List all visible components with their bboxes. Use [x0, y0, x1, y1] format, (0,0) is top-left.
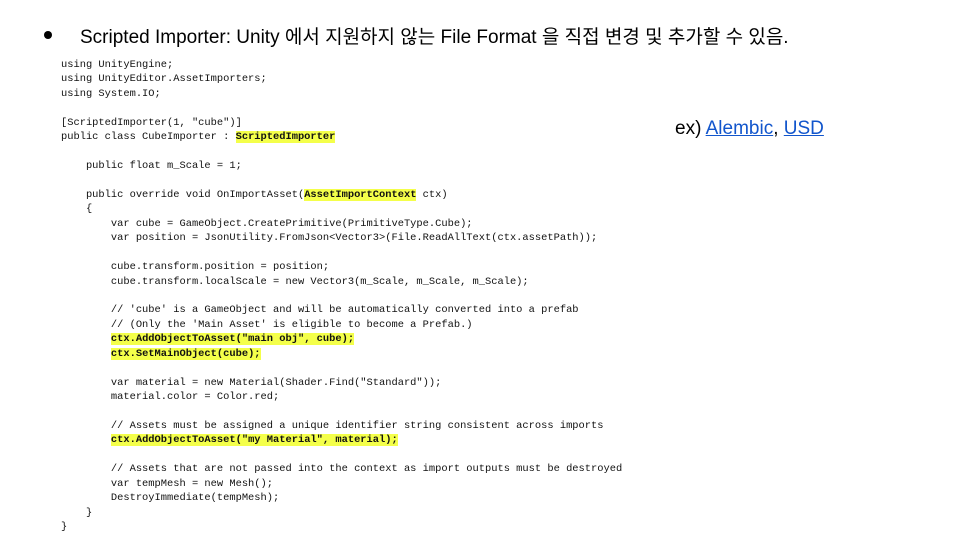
example-links: ex) Alembic, USD — [675, 118, 824, 140]
code-line: cube.transform.localScale = new Vector3(… — [61, 275, 622, 289]
code-line — [61, 448, 622, 462]
code-highlight: ctx.SetMainObject(cube); — [110, 347, 261, 360]
code-line: var tempMesh = new Mesh(); — [61, 477, 622, 491]
heading-text: Scripted Importer: Unity 에서 지원하지 않는 File… — [80, 26, 789, 48]
code-line: material.color = Color.red; — [61, 390, 622, 404]
code-text: { — [61, 203, 93, 216]
code-line — [61, 145, 622, 159]
code-text: // (Only the 'Main Asset' is eligible to… — [61, 318, 473, 331]
code-line: using UnityEditor.AssetImporters; — [61, 72, 622, 86]
code-line: DestroyImmediate(tempMesh); — [61, 491, 622, 505]
link-alembic[interactable]: Alembic — [705, 118, 774, 139]
code-line: [ScriptedImporter(1, "cube")] — [61, 116, 622, 130]
code-line: // Assets must be assigned a unique iden… — [61, 419, 622, 433]
code-line: } — [61, 506, 622, 520]
code-text: cube.transform.position = position; — [61, 261, 330, 274]
code-line: using System.IO; — [61, 87, 622, 101]
code-text: var material = new Material(Shader.Find(… — [61, 376, 442, 389]
code-line: var position = JsonUtility.FromJson<Vect… — [61, 231, 622, 245]
code-line — [61, 289, 622, 303]
code-line: // Assets that are not passed into the c… — [61, 462, 622, 476]
example-prefix: ex) — [675, 118, 706, 139]
code-text: DestroyImmediate(tempMesh); — [61, 492, 280, 505]
code-line: ctx.AddObjectToAsset("main obj", cube); — [61, 332, 622, 346]
code-highlight: ScriptedImporter — [235, 131, 336, 144]
code-line: var cube = GameObject.CreatePrimitive(Pr… — [61, 217, 622, 231]
code-text: // Assets that are not passed into the c… — [61, 463, 623, 476]
code-text: var position = JsonUtility.FromJson<Vect… — [61, 232, 598, 245]
code-text — [61, 348, 111, 360]
code-line: var material = new Material(Shader.Find(… — [61, 376, 622, 390]
link-usd[interactable]: USD — [783, 118, 824, 139]
bullet-dot-icon — [44, 31, 52, 39]
code-line: } — [61, 520, 622, 534]
code-highlight: AssetImportContext — [304, 188, 417, 201]
code-text: var cube = GameObject.CreatePrimitive(Pr… — [61, 217, 473, 230]
code-text: cube.transform.localScale = new Vector3(… — [61, 275, 529, 288]
code-text: ctx) — [416, 188, 448, 201]
code-line — [61, 174, 622, 188]
code-highlight: ctx.AddObjectToAsset("main obj", cube); — [110, 333, 355, 346]
code-line: public override void OnImportAsset(Asset… — [61, 188, 622, 202]
code-line: // (Only the 'Main Asset' is eligible to… — [61, 318, 622, 332]
code-text: material.color = Color.red; — [61, 391, 280, 404]
code-text: using UnityEditor.AssetImporters; — [61, 73, 267, 86]
code-line: ctx.SetMainObject(cube); — [61, 347, 622, 361]
code-text: } — [61, 506, 93, 519]
code-line — [61, 361, 622, 375]
code-line: ctx.AddObjectToAsset("my Material", mate… — [61, 433, 622, 447]
code-line: using UnityEngine; — [61, 58, 622, 72]
code-text: using UnityEngine; — [61, 59, 174, 71]
code-highlight: ctx.AddObjectToAsset("my Material", mate… — [110, 434, 398, 447]
code-text: } — [61, 521, 68, 533]
code-block: using UnityEngine; using UnityEditor.Asse… — [61, 58, 622, 534]
code-text: public float m_Scale = 1; — [61, 160, 242, 173]
code-line — [61, 405, 622, 419]
code-text: // Assets must be assigned a unique iden… — [61, 419, 604, 432]
code-text — [61, 434, 111, 446]
code-text: using System.IO; — [61, 87, 161, 100]
code-text: public class CubeImporter : — [61, 131, 236, 144]
code-line: // 'cube' is a GameObject and will be au… — [61, 303, 622, 317]
code-line — [61, 246, 622, 260]
code-text: public override void OnImportAsset( — [61, 188, 305, 201]
code-text: [ScriptedImporter(1, "cube")] — [61, 116, 242, 129]
code-line — [61, 101, 622, 115]
heading-bullet: Scripted Importer: Unity 에서 지원하지 않는 File… — [44, 20, 789, 50]
code-line: { — [61, 202, 622, 216]
code-text — [61, 333, 111, 345]
code-line: cube.transform.position = position; — [61, 260, 622, 274]
example-separator: , — [773, 118, 784, 139]
code-line: public float m_Scale = 1; — [61, 159, 622, 173]
code-line: public class CubeImporter : ScriptedImpo… — [61, 130, 622, 144]
code-text: // 'cube' is a GameObject and will be au… — [61, 304, 579, 317]
code-text: var tempMesh = new Mesh(); — [61, 477, 274, 490]
